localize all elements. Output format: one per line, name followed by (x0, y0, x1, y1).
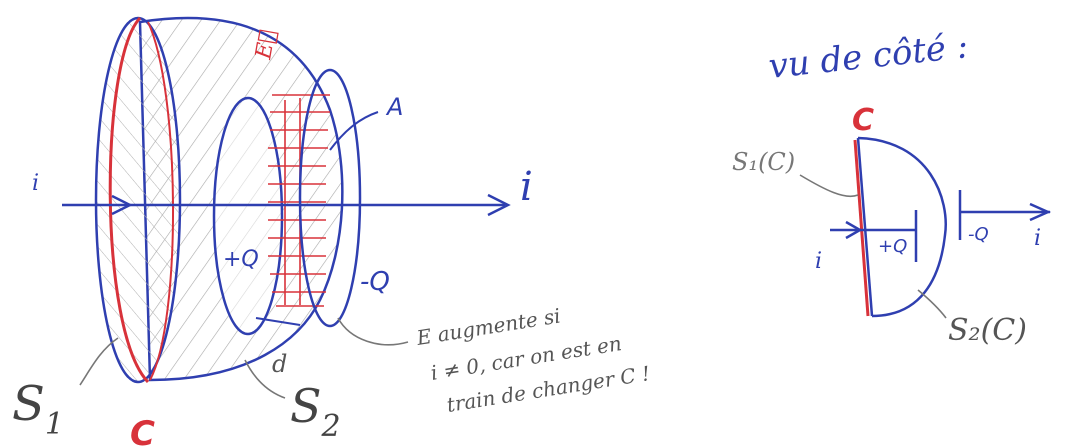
side-current-out-head (1029, 202, 1052, 222)
side-view: vu de côté : C i i +Q -Q S₁(C) S₂(C) (732, 26, 1052, 348)
side-current-in-head (845, 220, 863, 240)
contour-c-label: C (130, 414, 155, 447)
s2-label: S2 (290, 379, 341, 444)
current-left-label: i (32, 171, 39, 196)
side-s1-line (856, 137, 874, 317)
side-current-out-label: i (1034, 226, 1041, 251)
current-right-label: i (520, 164, 533, 210)
area-a-pointer (329, 111, 379, 151)
contour-c-curve (108, 16, 150, 384)
charge-minus-label: -Q (360, 267, 390, 297)
s1-pointer (79, 337, 119, 386)
plate-negative (298, 68, 362, 328)
main-diagram: E⃗ A i i +Q -Q d S1 S2 C E augmente si i… (12, 16, 652, 447)
charge-plus-label: +Q (223, 247, 259, 272)
current-arrow-head-left (111, 194, 133, 216)
gap-d-line-left (255, 317, 301, 326)
gap-d-label: d (272, 350, 287, 378)
annotation-pointer (337, 317, 409, 346)
surface-s1-disk (94, 16, 182, 384)
side-charge-plus-label: +Q (878, 236, 907, 257)
side-s2-pointer (917, 289, 947, 319)
side-current-in-label: i (815, 249, 822, 274)
side-s1-label: S₁(C) (732, 148, 795, 176)
current-arrow-head-right (487, 193, 511, 217)
s2-pointer (244, 359, 286, 399)
plate-positive (212, 96, 284, 336)
annotation-text: E augmente si i ≠ 0, car on est en train… (414, 304, 652, 417)
side-s1-red (853, 139, 870, 317)
side-contour-c-label: C (852, 103, 874, 138)
area-a-label: A (385, 93, 403, 121)
side-s2-label: S₂(C) (948, 313, 1027, 348)
side-s2-curve (857, 136, 947, 318)
side-view-title: vu de côté : (767, 26, 970, 87)
side-s1-pointer (799, 174, 859, 198)
side-charge-minus-label: -Q (968, 224, 989, 245)
s1-label: S1 (12, 376, 64, 442)
field-lines (268, 94, 330, 307)
field-e-label: E⃗ (251, 28, 281, 62)
